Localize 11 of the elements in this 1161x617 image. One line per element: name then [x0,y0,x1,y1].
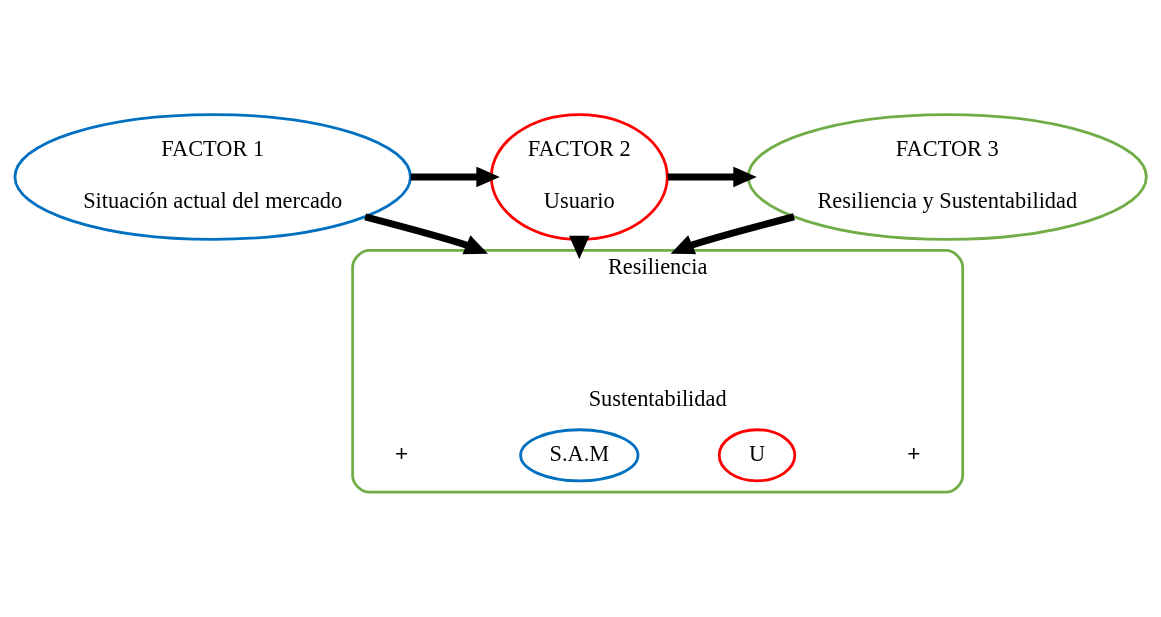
arrow [670,212,795,254]
node-ellipse: FACTOR 1 Situación actual del mercado [13,112,412,241]
label: + [395,440,409,466]
label: + [907,440,921,466]
arrow [569,235,590,259]
arrow [667,166,757,187]
node-ellipse: FACTOR 3 Resiliencia y Sustentabilidad [746,112,1148,241]
node-ellipse: S.A.M [519,427,640,482]
arrow [410,166,500,187]
node-ellipse: U [717,427,797,482]
arrow [364,212,488,254]
